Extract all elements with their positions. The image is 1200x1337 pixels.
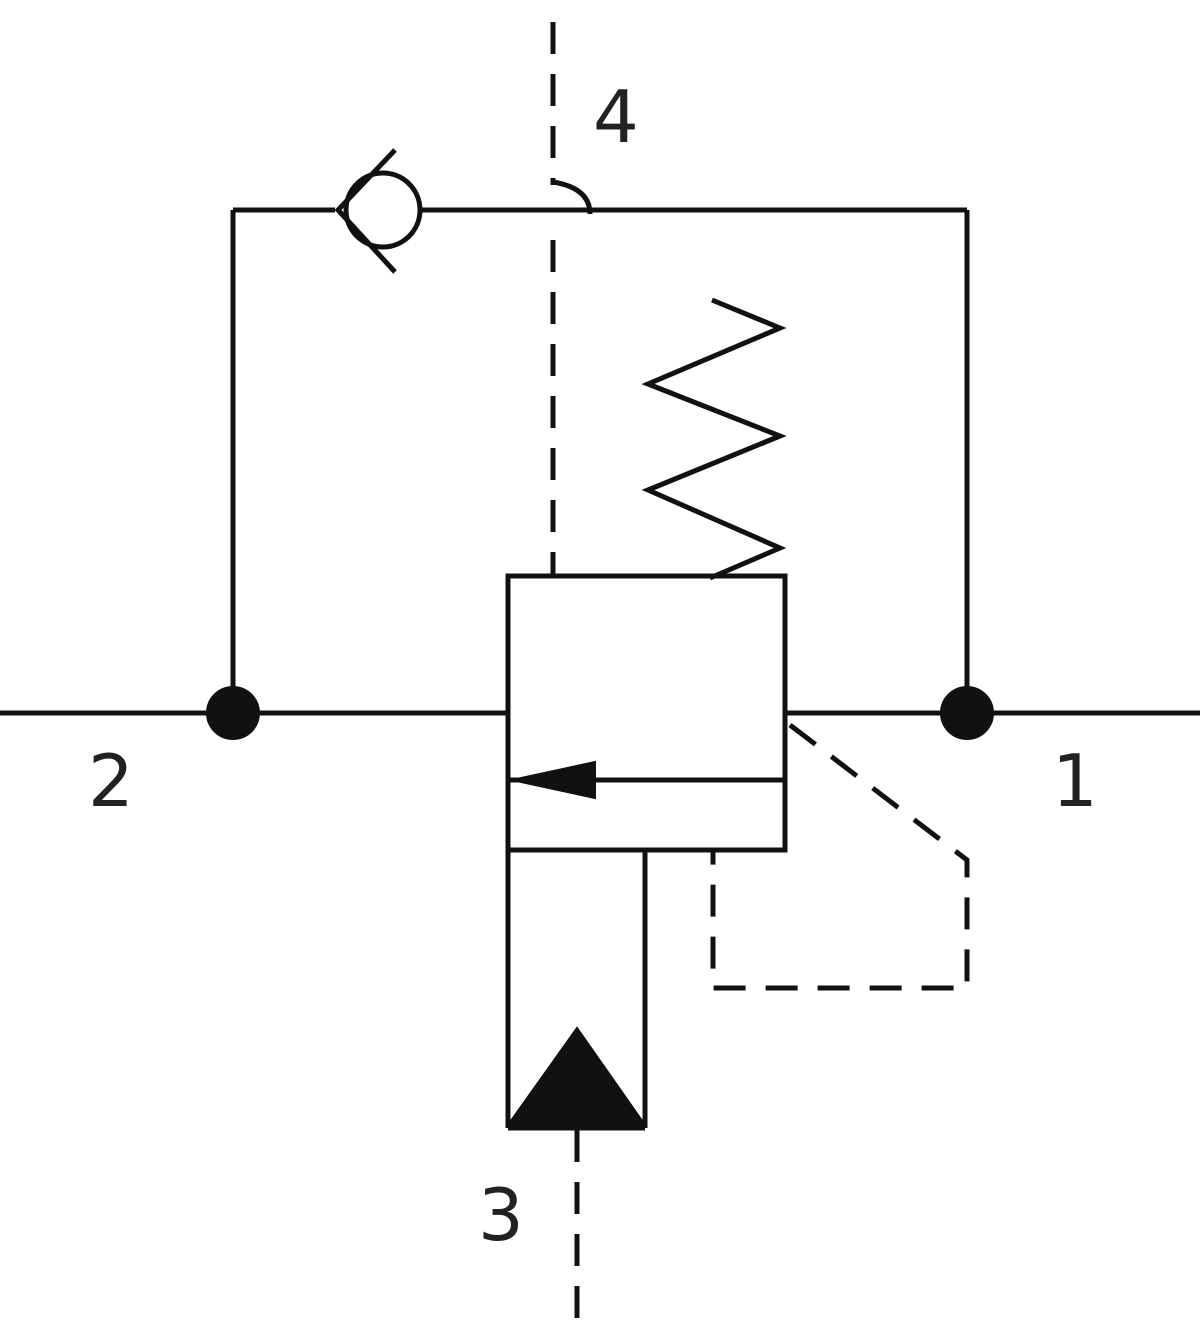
port-label-4: 4 (593, 75, 639, 159)
port-label-2: 2 (88, 739, 134, 823)
check-valve-ball-icon (343, 170, 423, 250)
pilot-line-crossover (552, 179, 593, 215)
port-label-1: 1 (1052, 739, 1098, 823)
flow-arrow-icon (511, 760, 596, 800)
internal-pilot-loop (710, 723, 970, 991)
valve-body (505, 573, 788, 853)
pressure-source-triangle-icon (506, 1026, 647, 1126)
port-label-3: 3 (478, 1173, 524, 1257)
check-valve-seat-icon (334, 148, 397, 274)
spring-icon (641, 297, 787, 581)
